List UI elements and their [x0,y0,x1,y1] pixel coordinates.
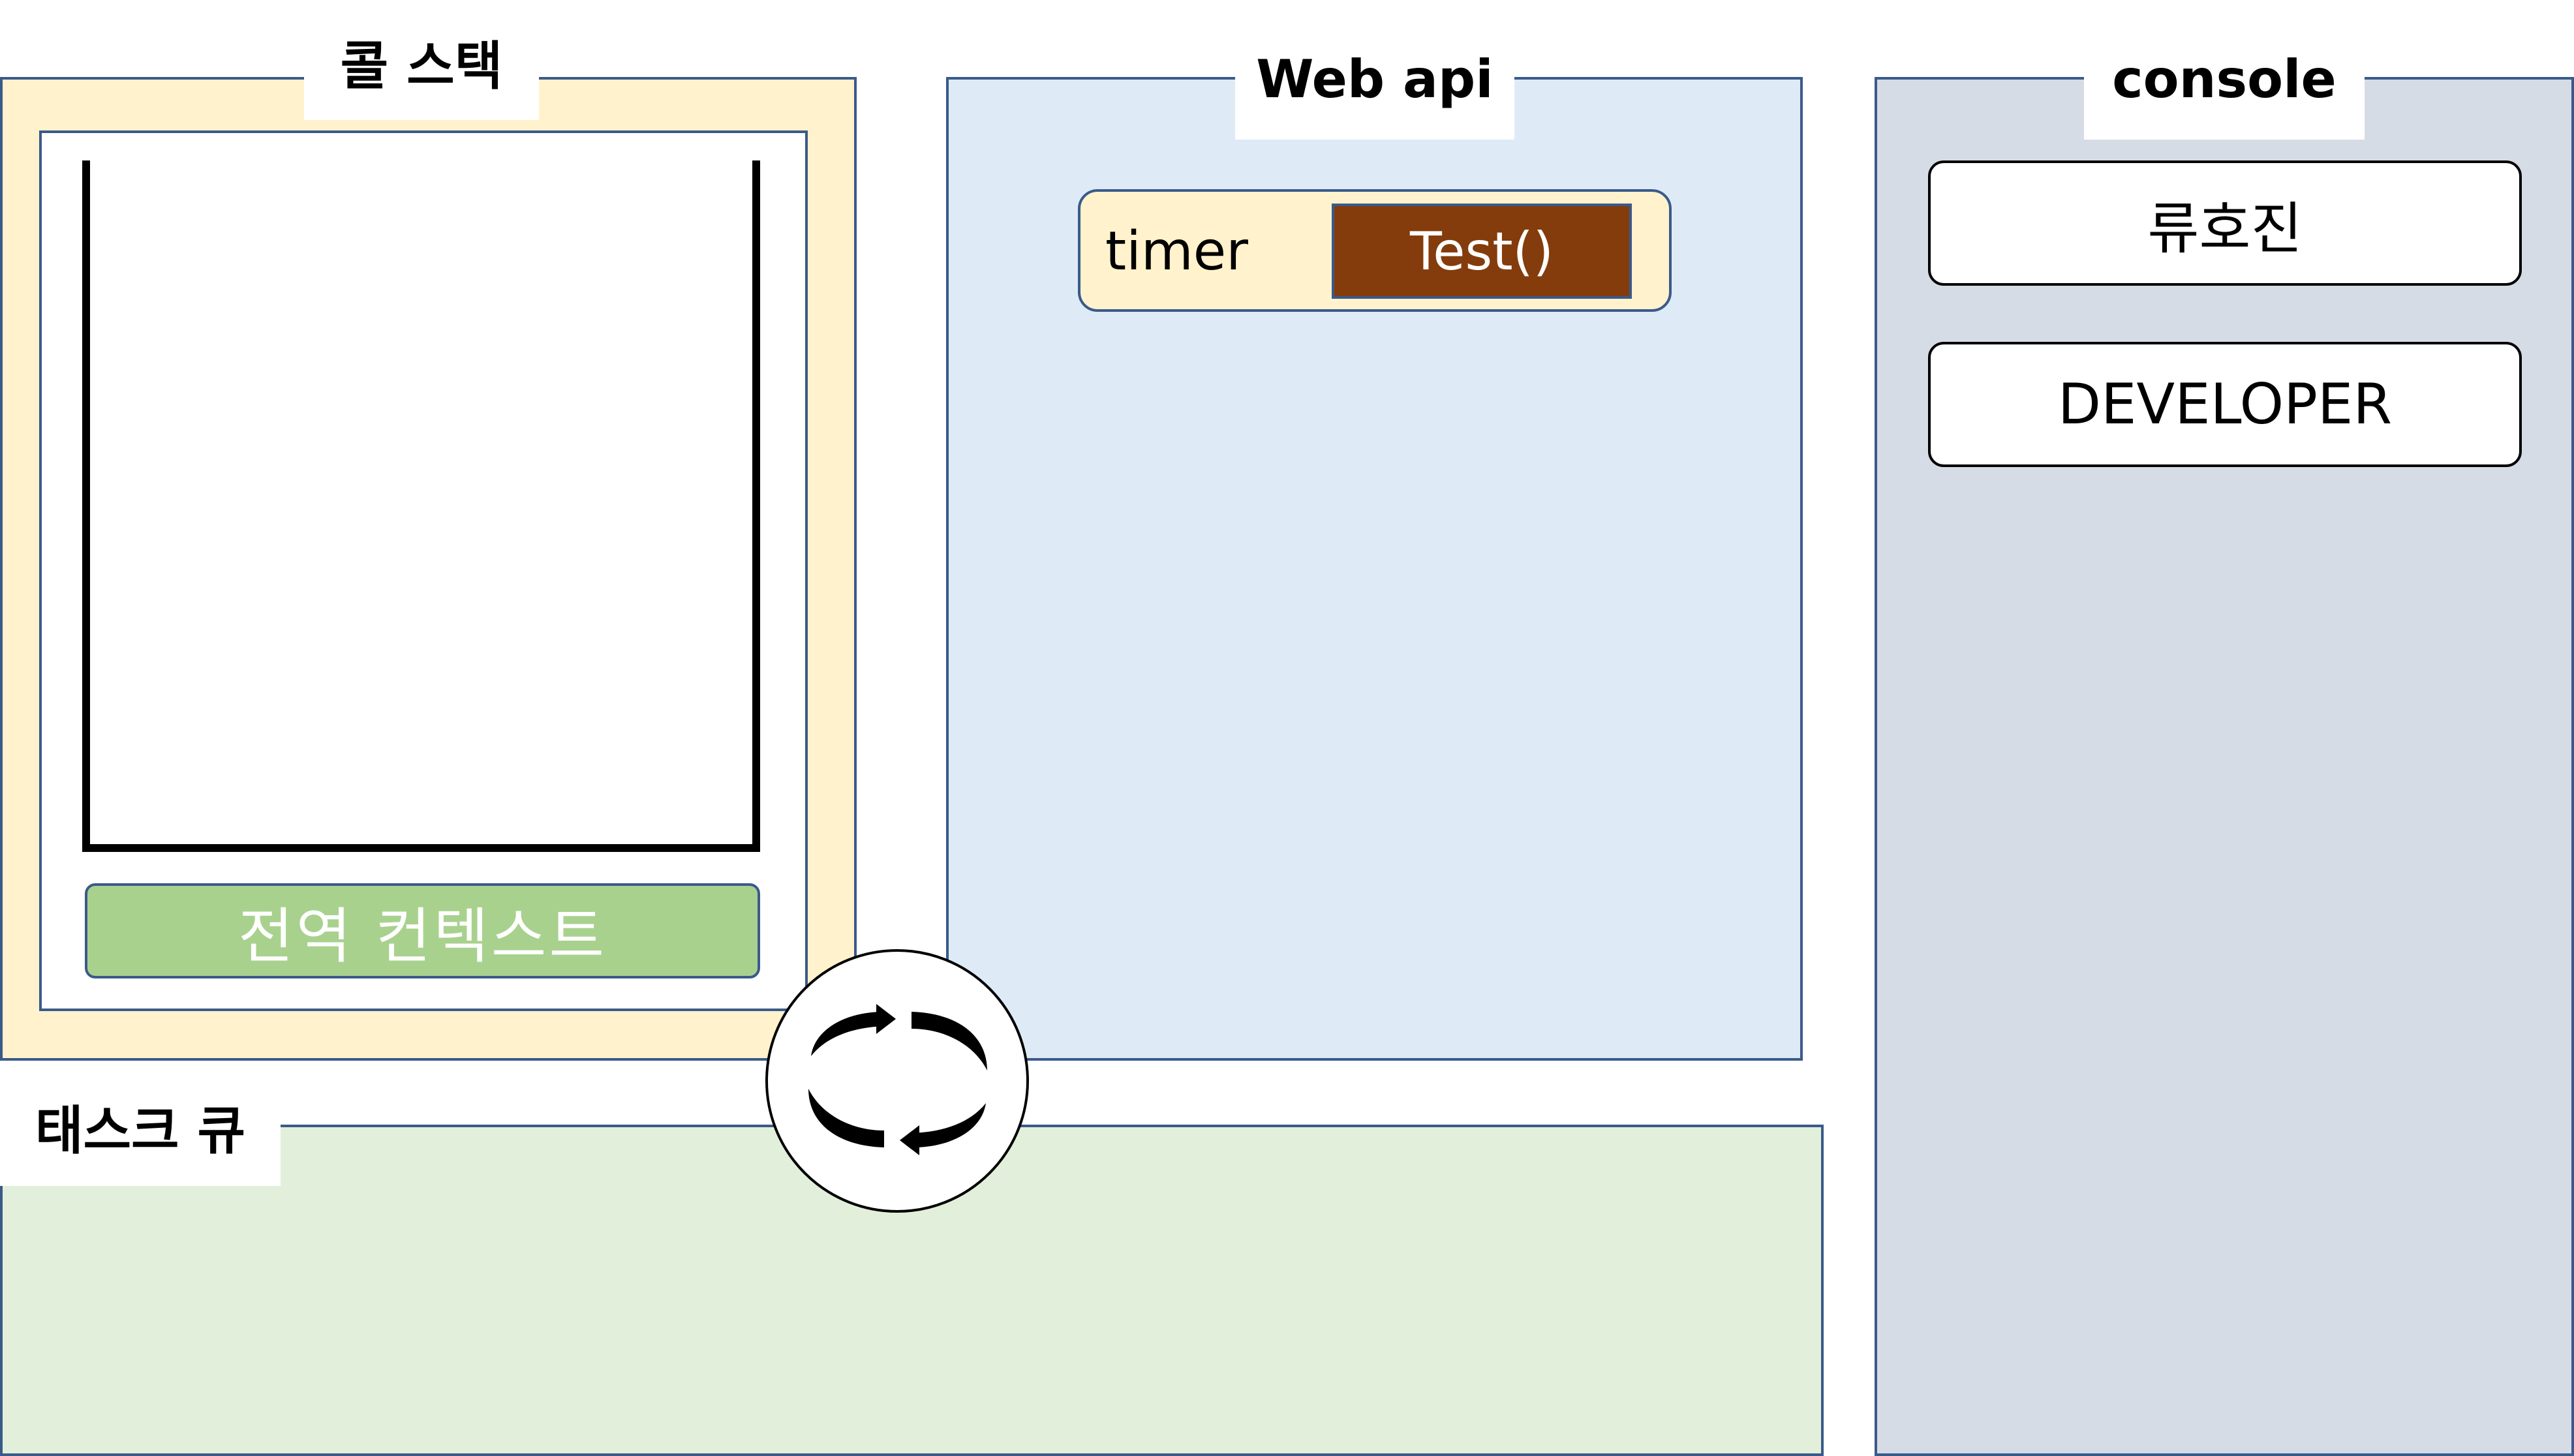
console-output-line: 류호진 [1928,160,2522,286]
timer-callback-block: Test() [1332,204,1632,299]
event-loop [765,949,1029,1213]
timer-label: timer [1105,220,1248,282]
stack-left-wall [82,160,90,852]
console-output-line: DEVELOPER [1928,342,2522,467]
stack-right-wall [752,160,760,852]
task-queue-title: 태스크 큐 [0,1076,281,1186]
console-title: console [2084,20,2365,140]
stack-bottom-wall [82,844,760,852]
cycle-arrows-icon [808,1004,987,1155]
call-stack-title: 콜 스택 [304,13,539,120]
call-stack-frame [39,130,808,1011]
global-context-block: 전역 컨텍스트 [85,883,760,978]
web-api-title: Web api [1235,20,1514,140]
console-panel [1875,77,2574,1456]
